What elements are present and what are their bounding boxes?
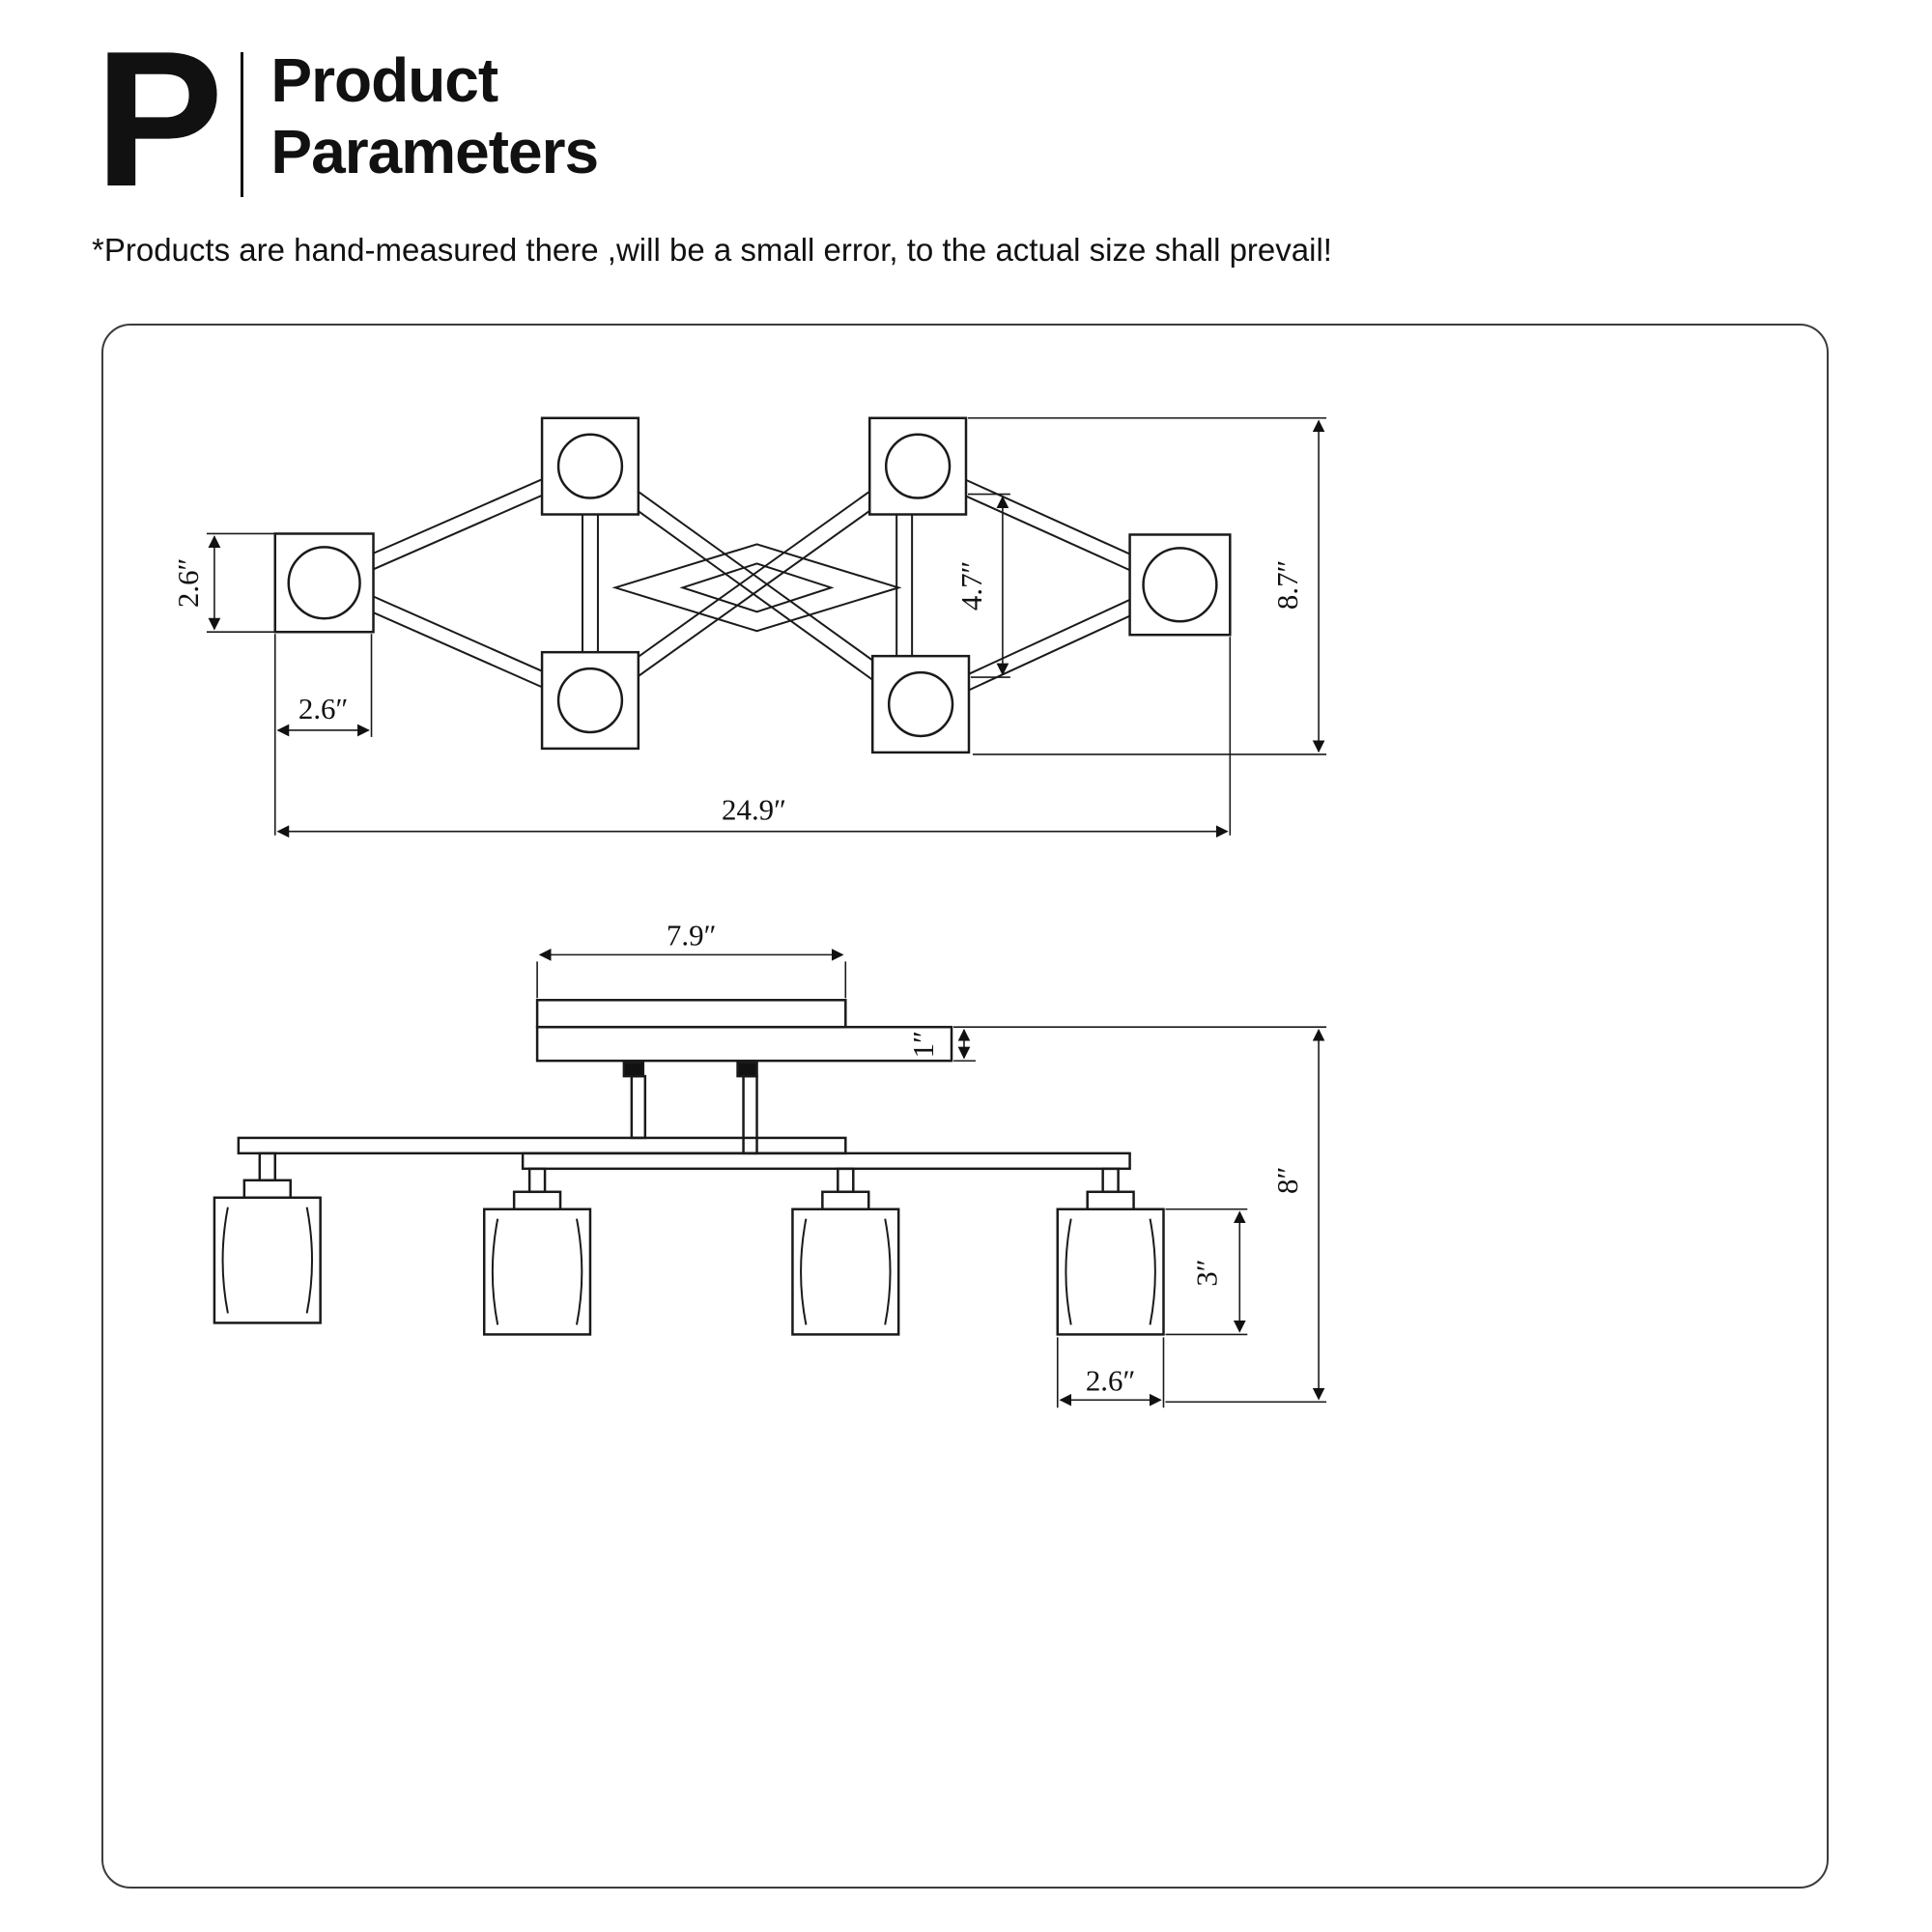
- technical-drawing: 2.6″ 2.6″ 4.7″ 8.7″ 24.9″ 7.9″ 1″ 8″ 3″ …: [171, 416, 1327, 1408]
- mounting-plate: [535, 1025, 953, 1063]
- top-view-drawing: [273, 416, 1232, 754]
- rail-bar-left: [237, 1136, 847, 1155]
- side-view-dimension-lines: [536, 949, 1327, 1408]
- dim-inner-height-label: 4.7″: [954, 561, 988, 611]
- dim-side-total-height-label: 8″: [1270, 1167, 1304, 1194]
- rail-bar-right: [521, 1151, 1131, 1171]
- lamp-shade-3: [791, 1167, 900, 1336]
- dim-plate-thickness-label: 1″: [906, 1031, 940, 1058]
- side-view-drawing: [213, 999, 1165, 1336]
- dim-head-width-label: 2.6″: [298, 692, 349, 725]
- dim-head-height-label: 2.6″: [171, 558, 205, 609]
- dim-canopy-width-label: 7.9″: [667, 918, 717, 952]
- dim-shade-height-label: 3″: [1189, 1259, 1223, 1286]
- mount-nut-left: [622, 1061, 645, 1078]
- dim-total-height-label: 8.7″: [1270, 560, 1304, 611]
- dim-total-width-label: 24.9″: [722, 793, 786, 827]
- header-letter: P: [95, 12, 223, 227]
- page-header: P Product Parameters: [95, 12, 599, 227]
- lamp-shade-4: [1056, 1167, 1165, 1336]
- page-title-line1: Product: [270, 45, 498, 115]
- dim-shade-width-label: 2.6″: [1086, 1363, 1136, 1397]
- center-diamond-ornament: [611, 543, 902, 633]
- stem-right: [742, 1074, 758, 1155]
- lamp-heads: [273, 416, 1232, 754]
- stem-left: [630, 1074, 647, 1140]
- top-view-arms: [321, 458, 1183, 712]
- dimension-labels: 2.6″ 2.6″ 4.7″ 8.7″ 24.9″ 7.9″ 1″ 8″ 3″ …: [171, 558, 1304, 1398]
- top-view-dimension-lines: [206, 416, 1327, 838]
- lamp-shade-1: [213, 1151, 322, 1324]
- measurement-disclaimer: *Products are hand-measured there ,will …: [92, 232, 1332, 268]
- page-title: Product Parameters: [270, 41, 599, 187]
- diagram-panel: 2.6″ 2.6″ 4.7″ 8.7″ 24.9″ 7.9″ 1″ 8″ 3″ …: [101, 324, 1829, 1889]
- mount-nut-right: [736, 1061, 758, 1078]
- ceiling-canopy: [535, 999, 847, 1029]
- header-divider: [241, 52, 244, 197]
- lamp-shade-2: [482, 1167, 592, 1336]
- page-title-line2: Parameters: [270, 117, 599, 187]
